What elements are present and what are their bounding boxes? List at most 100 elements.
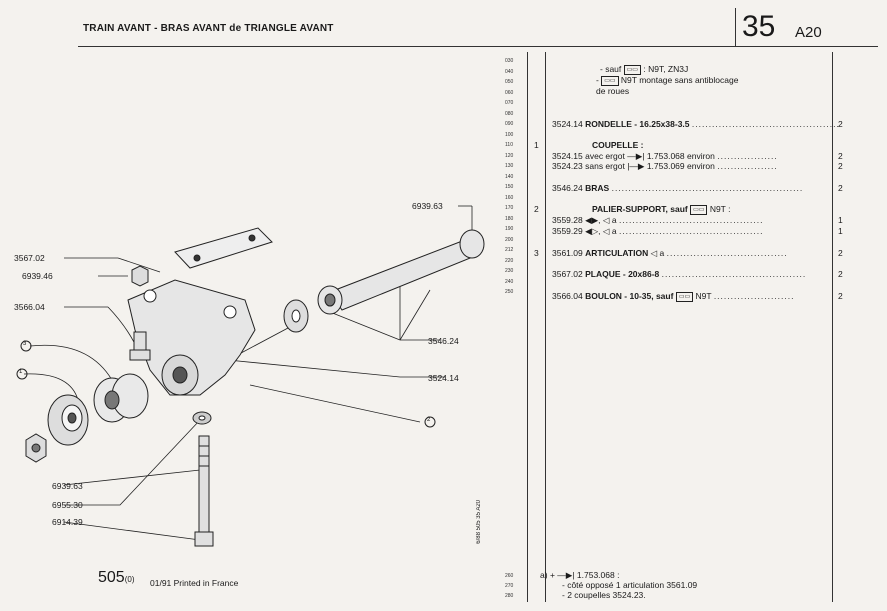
callout-3546-24: 3546.24 xyxy=(428,336,459,346)
note-top-3: de roues xyxy=(596,86,630,96)
vehicle-badge-icon: ▭▭ xyxy=(623,64,641,75)
arm-part xyxy=(317,229,485,315)
qty-palier-2828: 1 xyxy=(838,215,843,225)
qty-coupelle-avec: 2 xyxy=(838,151,843,161)
group-3: 3 xyxy=(534,248,539,258)
vehicle-badge-icon: ▭▭ xyxy=(690,204,708,215)
table-rule-2 xyxy=(545,52,546,602)
callout-circle-3 xyxy=(20,340,32,352)
long-bolt xyxy=(194,435,214,547)
part-row-rondelle: 3524.14 RONDELLE - 16.25x38-3.5 ........… xyxy=(552,119,840,129)
vehicle-badge-icon: ▭▭ xyxy=(601,75,619,86)
footnote-line-1: a) + ―▶| 1.753.068 : xyxy=(540,570,620,580)
line-code: 270 xyxy=(505,583,514,589)
note-top-1: - sauf ▭▭ : N9T, ZN3J xyxy=(600,64,689,75)
line-code: 190 xyxy=(505,226,514,232)
callout-circle-2 xyxy=(424,416,436,428)
part-row-coupelle-avec: 3524.15 avec ergot ―▶| 1.753.068 environ… xyxy=(552,151,778,161)
callout-num-3: 3 xyxy=(23,341,27,347)
table-rule-3 xyxy=(832,52,833,602)
footnote-line-2: - côté opposé 1 articulation 3561.09 xyxy=(562,580,698,590)
callout-3524-14: 3524.14 xyxy=(428,373,459,383)
callout-6914-39: 6914.39 xyxy=(52,517,83,527)
page-number: 35 xyxy=(742,10,776,43)
part-row-bras: 3546.24 BRAS ...........................… xyxy=(552,183,804,193)
line-code: 030 xyxy=(505,58,514,64)
symbol-icon: ◀▷, ◁ xyxy=(585,226,610,236)
line-code: 120 xyxy=(505,152,514,159)
line-code: 200 xyxy=(505,236,514,243)
washer-small xyxy=(192,411,212,425)
group-2: 2 xyxy=(534,204,539,214)
part-row-articulation: 3561.09 ARTICULATION ◁ a ...............… xyxy=(552,248,788,258)
line-code: 060 xyxy=(505,89,514,96)
line-code: 130 xyxy=(505,163,514,169)
line-code: 212 xyxy=(505,247,514,253)
lower-nut xyxy=(25,433,47,463)
washer-arm xyxy=(283,299,309,333)
line-code: 160 xyxy=(505,194,514,201)
callout-3567-02: 3567.02 xyxy=(14,253,45,263)
line-code: 100 xyxy=(505,131,514,138)
support-bracket xyxy=(127,279,256,396)
line-code: 260 xyxy=(505,573,514,579)
qty-boulon: 2 xyxy=(838,291,843,301)
line-code: 230 xyxy=(505,268,514,274)
qty-articulation: 2 xyxy=(838,248,843,258)
qty-palier-2929: 1 xyxy=(838,226,843,236)
line-code: 170 xyxy=(505,205,514,211)
articulation-bush xyxy=(93,373,149,423)
line-code: 240 xyxy=(505,278,514,285)
header-divider xyxy=(735,8,736,46)
cup-washer xyxy=(47,394,89,446)
page-reference: 505(0) xyxy=(98,569,135,586)
line-code: 110 xyxy=(505,142,513,148)
callout-circle-1 xyxy=(16,368,28,380)
line-code: 040 xyxy=(505,68,514,75)
line-code: 180 xyxy=(505,215,514,222)
callout-num-1: 1 xyxy=(19,369,23,375)
callout-3566-04: 3566.04 xyxy=(14,302,45,312)
part-row-palier-2929: 3559.29 ◀▷, ◁ a ........................… xyxy=(552,226,764,236)
part-row-palier-2828: 3559.28 ◀▶, ◁ a ........................… xyxy=(552,215,764,225)
symbol-icon: ◀▶, ◁ xyxy=(585,215,610,225)
cross-icon: + xyxy=(549,570,555,580)
part-row-coupelle: COUPELLE : xyxy=(592,140,644,150)
symbol-icon: ◁ xyxy=(650,248,658,258)
bush-bolt xyxy=(129,331,151,361)
footnote-line-3: - 2 coupelles 3524.23. xyxy=(562,590,646,600)
side-reference-code: 6/88 505 35 A20 xyxy=(476,500,482,544)
qty-rondelle: 2 xyxy=(838,119,843,129)
exploded-diagram xyxy=(16,205,485,547)
part-row-coupelle-sans: 3524.23 sans ergot |―▶ 1.753.069 environ… xyxy=(552,161,778,171)
line-code: 080 xyxy=(505,110,514,117)
arrow-icon: ―▶| xyxy=(557,570,575,580)
part-row-palier: PALIER-SUPPORT, sauf ▭▭ N9T : xyxy=(592,204,731,215)
qty-bras: 2 xyxy=(838,183,843,193)
callout-6955-30: 6955.30 xyxy=(52,500,83,510)
note-top-2: - ▭▭ N9T montage sans antiblocage xyxy=(596,75,739,86)
leader-lines xyxy=(23,205,473,541)
callout-6939-63-bottom: 6939.63 xyxy=(52,481,83,491)
line-code: 050 xyxy=(505,79,514,85)
callout-6939-63-top: 6939.63 xyxy=(412,201,443,211)
arrow-icon: ―▶| xyxy=(627,151,645,161)
nut-top xyxy=(131,265,149,287)
line-code: 090 xyxy=(505,121,514,127)
line-code: 070 xyxy=(505,100,514,106)
line-code: 250 xyxy=(505,289,514,295)
section-code: A20 xyxy=(795,24,822,41)
vehicle-badge-icon: ▭▭ xyxy=(675,291,694,302)
part-row-boulon: 3566.04 BOULON - 10-35, sauf ▭▭ N9T ....… xyxy=(552,291,795,302)
part-row-plaque: 3567.02 PLAQUE - 20x86-8 ...............… xyxy=(552,269,807,279)
line-code: 140 xyxy=(505,173,514,180)
printed-note: 01/91 Printed in France xyxy=(150,578,239,588)
group-1: 1 xyxy=(534,140,539,150)
line-code: 150 xyxy=(505,184,514,190)
header-rule xyxy=(78,46,878,47)
table-rule-1 xyxy=(527,52,528,602)
plate-part xyxy=(174,227,273,269)
callout-6939-46: 6939.46 xyxy=(22,271,53,281)
page-title: TRAIN AVANT - BRAS AVANT de TRIANGLE AVA… xyxy=(83,23,334,34)
line-code: 280 xyxy=(505,593,514,599)
